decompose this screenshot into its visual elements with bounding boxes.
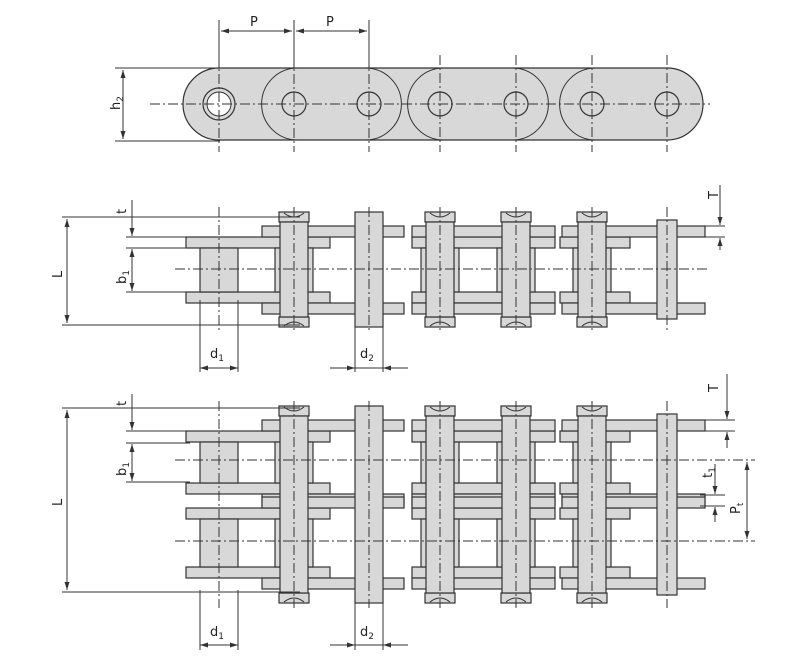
arrowhead xyxy=(221,28,229,34)
outer-plate xyxy=(561,302,706,315)
outer-plate xyxy=(261,577,405,590)
t-label: t xyxy=(115,209,130,214)
T-label: T xyxy=(707,191,722,200)
arrowhead xyxy=(64,315,70,323)
arrowhead xyxy=(383,365,391,371)
inner-plate xyxy=(185,430,331,443)
arrowhead xyxy=(347,642,355,648)
d2-label-double: d2 xyxy=(360,625,374,642)
arrowhead xyxy=(296,28,304,34)
arrowhead xyxy=(64,410,70,418)
arrowhead xyxy=(120,70,126,78)
arrowhead xyxy=(359,28,367,34)
Pt-label: Pt xyxy=(729,502,746,514)
outer-plate xyxy=(261,225,405,238)
arrowhead xyxy=(284,28,292,34)
inner-plate xyxy=(185,566,331,579)
outer-plate xyxy=(261,302,405,315)
outer-plate xyxy=(411,496,556,509)
outer-plate xyxy=(561,419,706,432)
arrowhead xyxy=(383,642,391,648)
inner-plate xyxy=(185,236,331,249)
arrowhead xyxy=(230,642,238,648)
arrowhead xyxy=(712,486,718,494)
b1-label-double: b1 xyxy=(115,462,132,476)
h2-label: h2 xyxy=(109,96,126,110)
outer-plate xyxy=(561,225,706,238)
outer-plate xyxy=(411,419,556,432)
arrowhead xyxy=(129,228,135,236)
pitch-label-2: P xyxy=(326,15,334,30)
arrowhead xyxy=(712,507,718,515)
outer-plate xyxy=(561,496,706,509)
arrowhead xyxy=(200,642,208,648)
T-label-double: T xyxy=(707,384,722,393)
arrowhead xyxy=(129,473,135,481)
inner-plate xyxy=(185,482,331,495)
pin-head-rivet xyxy=(429,597,451,603)
arrowhead xyxy=(200,365,208,371)
arrowhead xyxy=(347,365,355,371)
arrowhead xyxy=(744,531,750,539)
pin-head-rivet xyxy=(505,597,527,603)
b1-label: b1 xyxy=(115,270,132,284)
outer-plate xyxy=(261,419,405,432)
single-strand-view xyxy=(62,185,725,372)
outer-plate xyxy=(411,225,556,238)
outer-plate xyxy=(261,496,405,509)
inner-plate xyxy=(185,291,331,304)
L-label-double: L xyxy=(51,498,66,506)
arrowhead xyxy=(129,249,135,257)
arrowhead xyxy=(717,217,723,225)
dimension-labels: P P h2 t b1 L T d1 d2 t b1 L T t1 Pt d1 … xyxy=(51,15,746,642)
arrowhead xyxy=(744,462,750,470)
arrowhead xyxy=(724,411,730,419)
d1-label: d1 xyxy=(210,347,224,364)
arrowhead xyxy=(717,238,723,246)
arrowhead xyxy=(129,422,135,430)
inner-plate xyxy=(185,507,331,520)
outer-plate xyxy=(561,577,706,590)
arrowhead xyxy=(724,432,730,440)
arrowhead xyxy=(120,131,126,139)
L-label: L xyxy=(51,270,66,278)
arrowhead xyxy=(129,444,135,452)
top-view xyxy=(115,20,710,152)
arrowhead xyxy=(129,283,135,291)
double-strand-view xyxy=(62,374,755,650)
arrowhead xyxy=(64,219,70,227)
t1-label: t1 xyxy=(701,467,718,478)
t-label-double: t xyxy=(115,401,130,406)
d1-label-double: d1 xyxy=(210,625,224,642)
pin-head-rivet xyxy=(283,597,305,603)
plate-arc xyxy=(365,67,402,141)
outer-plate xyxy=(411,577,556,590)
pin-head-rivet xyxy=(581,597,603,603)
d2-label: d2 xyxy=(360,347,374,364)
pitch-label-1: P xyxy=(250,15,258,30)
arrowhead xyxy=(230,365,238,371)
outer-plate xyxy=(411,302,556,315)
arrowhead xyxy=(64,582,70,590)
